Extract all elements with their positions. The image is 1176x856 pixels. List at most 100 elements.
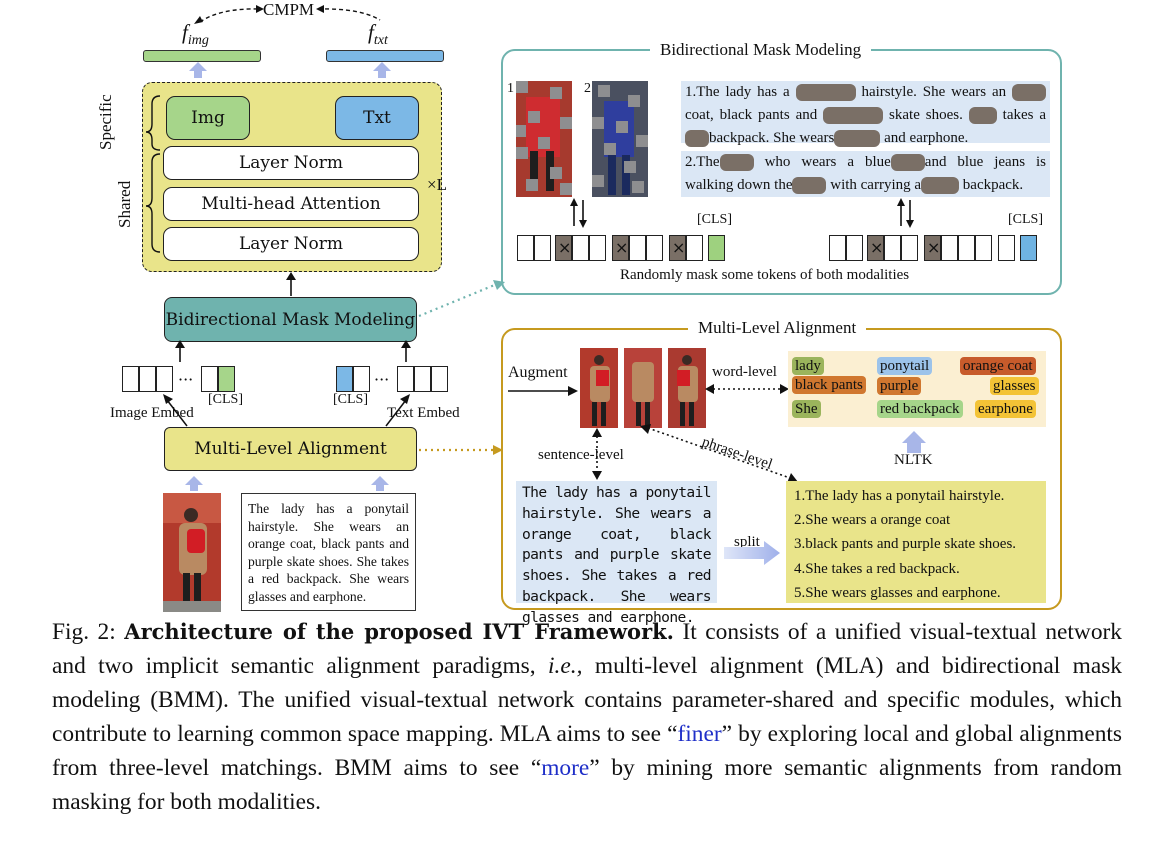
- token: [414, 366, 431, 392]
- f-txt-label: ftxt: [368, 20, 388, 49]
- ellipsis-dots: ···: [178, 370, 194, 389]
- paragraph-box: The lady has a ponytail hairstyle. She w…: [516, 481, 717, 626]
- caption-title: Architecture of the proposed IVT Framewo…: [124, 619, 674, 644]
- image-number-2: 2: [584, 81, 591, 96]
- phrase-item: 2.She wears a orange coat: [794, 512, 951, 529]
- word-tag: red backpack: [877, 400, 963, 418]
- multi-head-attention: Multi-head Attention: [163, 187, 419, 221]
- cmpm-arrows: [194, 5, 381, 24]
- up-arrow-icon: [401, 340, 411, 362]
- caption-fig-number: Fig. 2:: [52, 619, 116, 645]
- token: [572, 235, 589, 261]
- mla-box: Multi-Level Alignment: [164, 427, 417, 471]
- word-tag: orange coat: [960, 357, 1036, 375]
- split-arrow-icon: [724, 541, 780, 565]
- augmented-image: [624, 348, 662, 428]
- shared-label: Shared: [115, 180, 134, 228]
- dotted-connector: [418, 280, 505, 455]
- ellipsis-dots: ···: [374, 370, 390, 389]
- masked-person-image: [592, 81, 648, 197]
- nltk-arrow-icon: [902, 431, 926, 443]
- cls-token: [1020, 235, 1037, 261]
- token: [846, 235, 863, 261]
- token: [884, 235, 901, 261]
- bidirectional-dotted-arrow: [705, 384, 789, 394]
- token: [629, 235, 646, 261]
- image-embed-label: Image Embed: [110, 405, 194, 421]
- up-arrow-icon: [175, 340, 185, 362]
- token: [122, 366, 139, 392]
- phrase-item: 4.She takes a red backpack.: [794, 560, 960, 577]
- img-specific-box: Img: [166, 96, 250, 140]
- cls-token: [218, 366, 235, 392]
- txt-specific-box: Txt: [335, 96, 419, 140]
- caption-more: more: [541, 755, 590, 781]
- masked-token: [669, 235, 686, 261]
- masked-sentence-1: 1.The lady has a hairstyle. She wears an…: [681, 81, 1050, 148]
- word-tag: She: [792, 400, 821, 418]
- f-txt-bar: [326, 50, 444, 62]
- brace-icon: [145, 95, 161, 253]
- token: [156, 366, 173, 392]
- word-level-label: word-level: [712, 364, 777, 380]
- masked-token: [555, 235, 572, 261]
- input-text-box: The lady has a ponytail hairstyle. She w…: [241, 493, 416, 611]
- augmented-image: [668, 348, 706, 428]
- token: [901, 235, 918, 261]
- caption-text: multi-level alignment (MLA) and bidirect…: [52, 653, 1122, 747]
- token: [941, 235, 958, 261]
- cls-label-b: [CLS]: [1008, 212, 1043, 227]
- bmm-panel-title: Bidirectional Mask Modeling: [650, 40, 872, 60]
- token: [646, 235, 663, 261]
- masked-token: [867, 235, 884, 261]
- masked-person-image: [516, 81, 572, 197]
- bidirectional-arrow-icon: [570, 198, 587, 228]
- split-label: split: [734, 534, 760, 550]
- mla-panel-title: Multi-Level Alignment: [688, 318, 867, 338]
- bidirectional-dotted-arrow: [640, 424, 798, 483]
- figure-caption: Fig. 2: Architecture of the proposed IVT…: [52, 615, 1122, 819]
- token: [517, 235, 534, 261]
- phrase-item: 1.The lady has a ponytail hairstyle.: [794, 488, 1005, 504]
- cls-label-a: [CLS]: [697, 212, 732, 227]
- token: [998, 235, 1015, 261]
- bmm-box: Bidirectional Mask Modeling: [164, 297, 417, 342]
- word-tag: earphone: [975, 400, 1036, 418]
- up-arrow-icon: [371, 476, 389, 485]
- arrow-icon: [385, 394, 410, 427]
- word-tag: black pants: [792, 376, 866, 394]
- times-l-label: ×L: [427, 175, 447, 194]
- augmented-image: [580, 348, 618, 428]
- up-arrow-stem: [378, 70, 386, 78]
- caption-text: It consists of a unified visual-textual …: [52, 619, 1122, 679]
- token: [589, 235, 606, 261]
- masked-token: [924, 235, 941, 261]
- cls-right-label: [CLS]: [333, 392, 368, 407]
- caption-text: ” by exploring local and global alignmen…: [52, 721, 1122, 781]
- token: [431, 366, 448, 392]
- layer-norm-top: Layer Norm: [163, 146, 419, 180]
- token: [534, 235, 551, 261]
- caption-ie: i.e.,: [548, 653, 583, 679]
- up-arrow-icon: [373, 62, 391, 71]
- person-image: [163, 493, 221, 612]
- up-arrow-stem: [194, 70, 202, 78]
- up-arrow-icon: [185, 476, 203, 485]
- bidirectional-dotted-arrow: [592, 428, 602, 480]
- word-tag: lady: [792, 357, 824, 375]
- token: [201, 366, 218, 392]
- caption-finer: finer: [677, 721, 722, 747]
- up-arrow-stem: [376, 484, 384, 491]
- arrow-icon: [163, 394, 188, 427]
- phrase-item: 5.She wears glasses and earphone.: [794, 584, 1001, 601]
- layer-norm-bottom: Layer Norm: [163, 227, 419, 261]
- token: [686, 235, 703, 261]
- right-arrow-icon: [508, 386, 578, 396]
- word-tag: ponytail: [877, 357, 933, 375]
- masked-token: [612, 235, 629, 261]
- bidirectional-arrow-icon: [897, 198, 914, 228]
- f-img-bar: [143, 50, 261, 62]
- up-arrow-icon: [286, 272, 296, 296]
- cls-left-label: [CLS]: [208, 392, 243, 407]
